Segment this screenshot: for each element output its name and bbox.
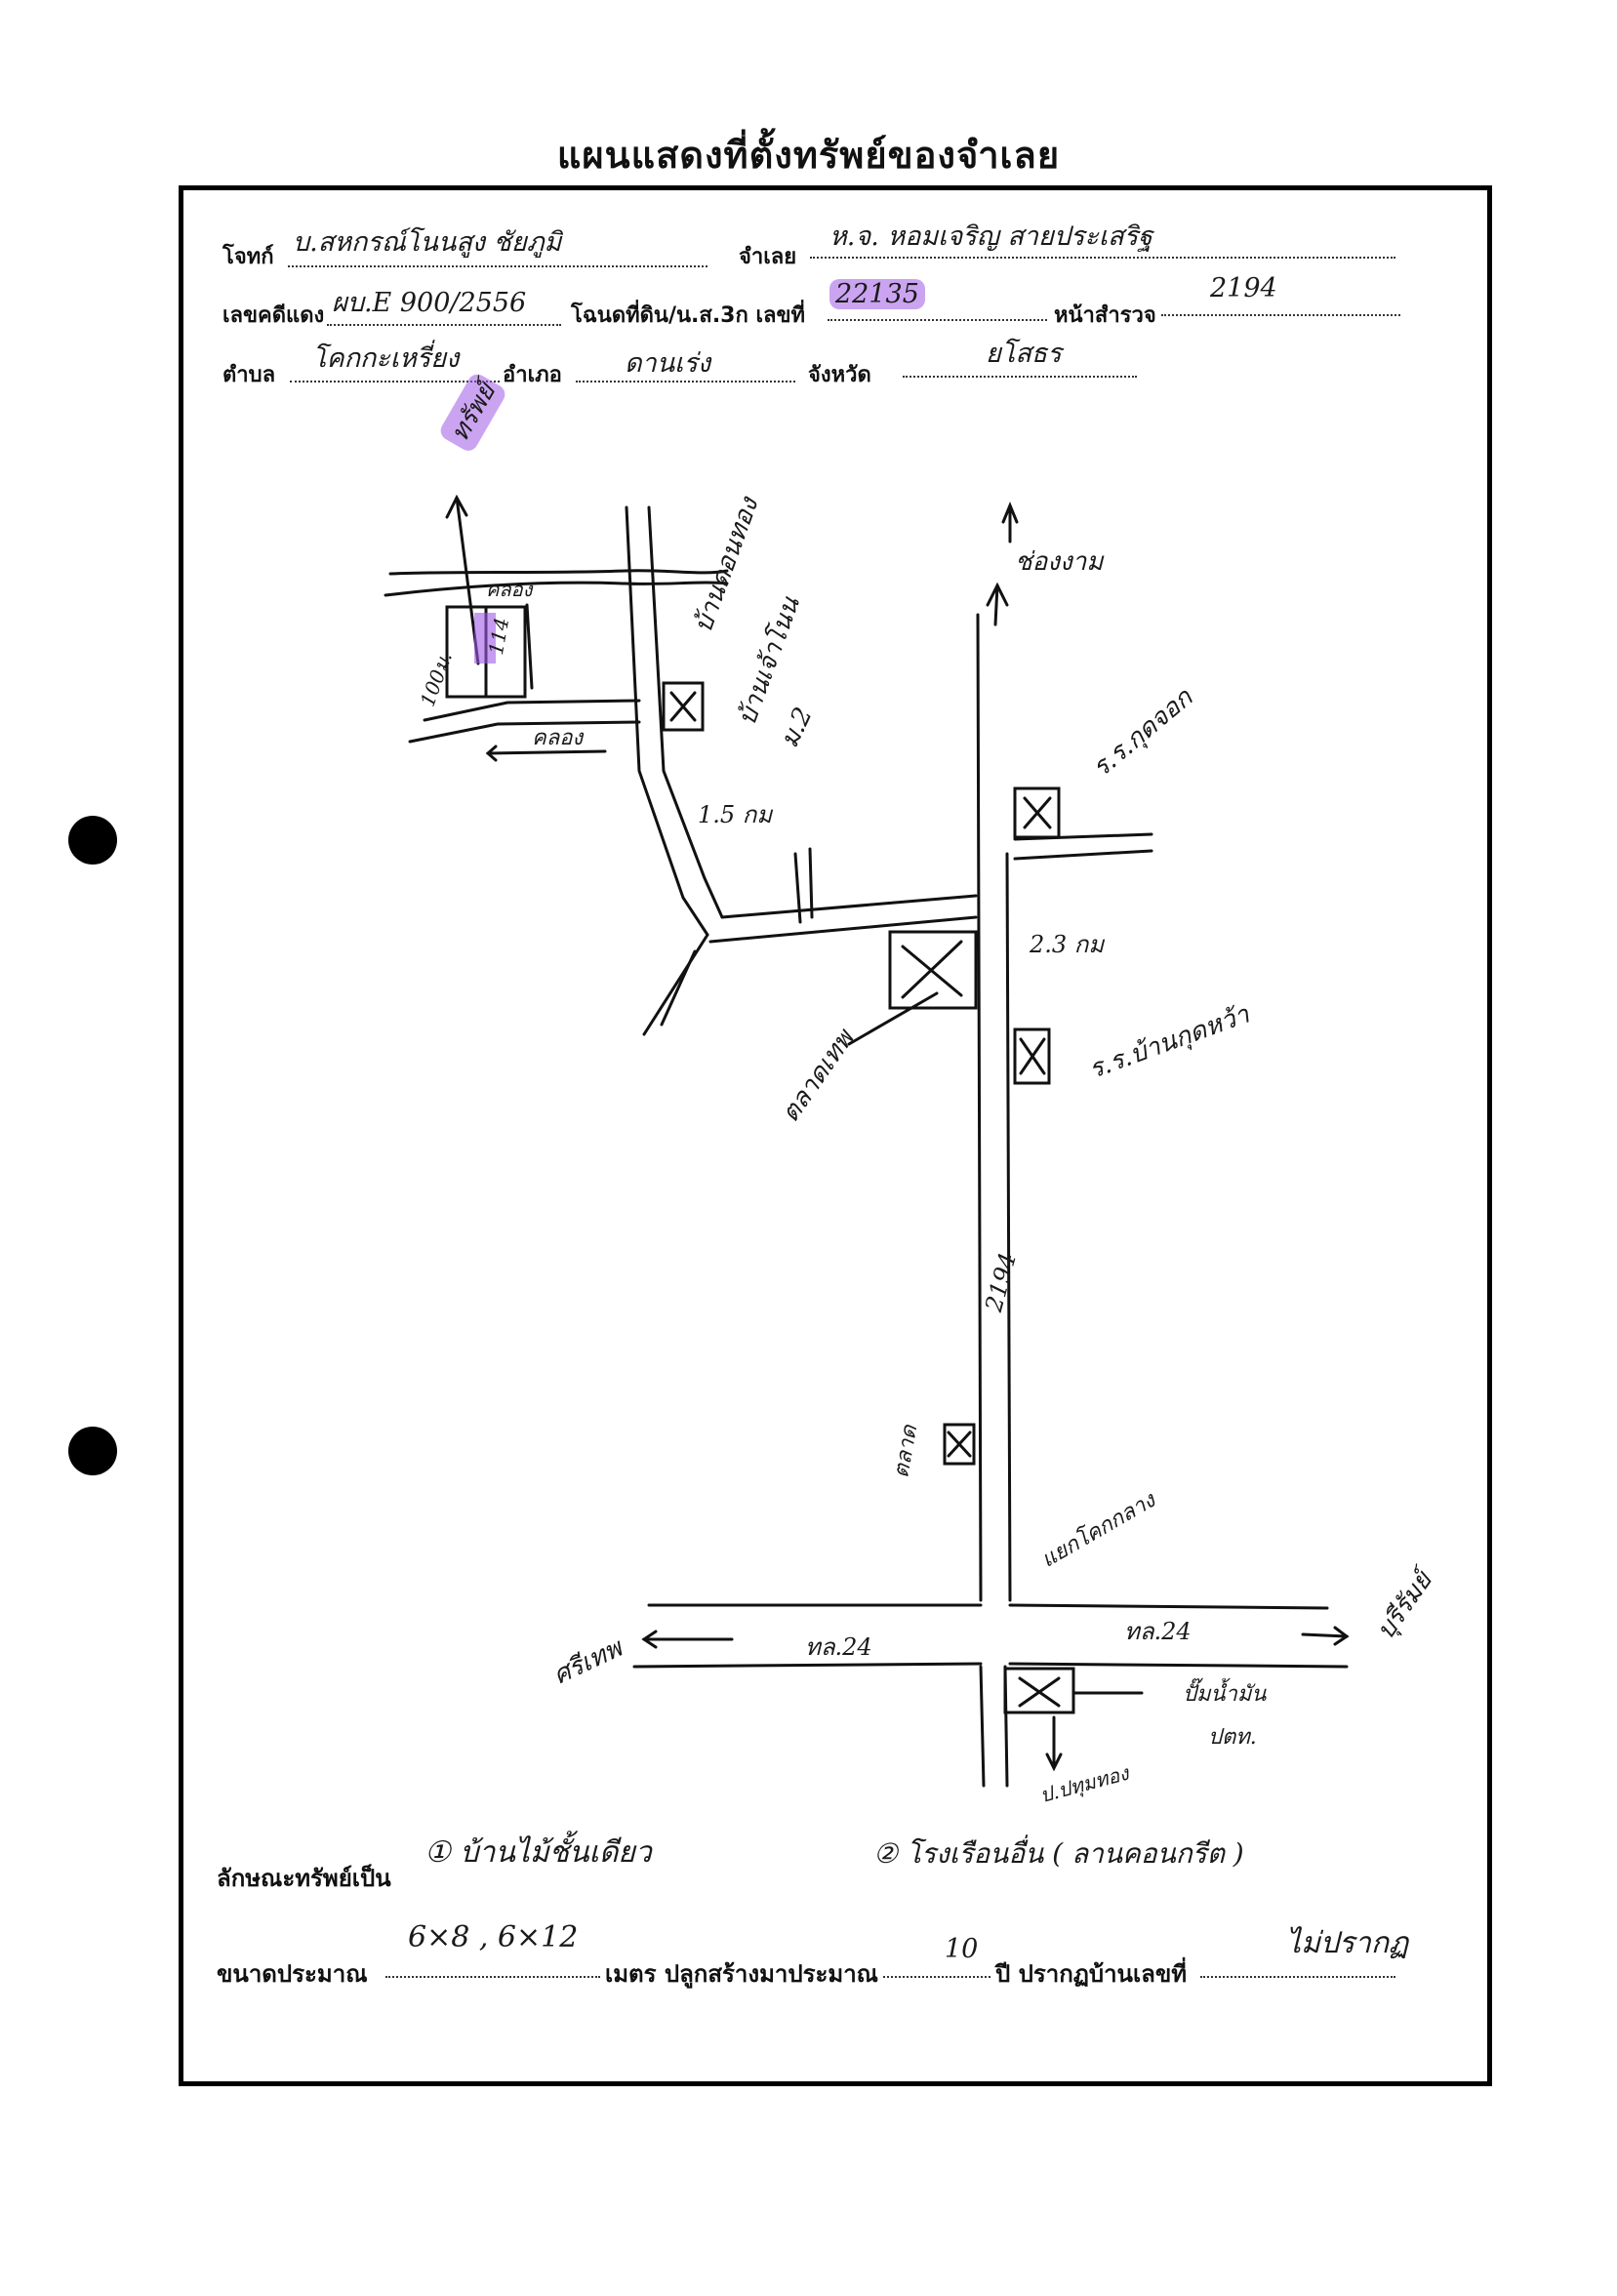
size-value: 6×8 , 6×12 <box>408 1920 579 1954</box>
north-road-arrow-head <box>986 582 1009 607</box>
side-lane <box>525 603 534 690</box>
highway-2194-right <box>1005 852 1012 1602</box>
map-gas-label: ปั๊มน้ำมัน <box>1183 1682 1267 1707</box>
fork-road-2 <box>660 949 697 1027</box>
page-title: แผนแสดงที่ตั้งทรัพย์ของจำเลย <box>556 134 1061 177</box>
age-line <box>883 1976 990 1978</box>
connector-lane-2 <box>808 847 814 919</box>
survey-label: หน้าสำรวจ <box>1054 303 1156 328</box>
hw24-arrow-left-head <box>641 1630 658 1649</box>
province-value: ยโสธร <box>986 339 1062 369</box>
north-arrow-head <box>445 494 468 519</box>
punch-hole-top <box>68 816 117 865</box>
highway-2194-left <box>976 613 983 1602</box>
district-label: อำเภอ <box>503 363 562 387</box>
deed-line <box>828 319 1047 321</box>
subdistrict-label: ตำบล <box>222 363 276 387</box>
connector-road-bottom <box>708 915 978 944</box>
connector-road-top <box>720 894 978 919</box>
plot-highlight <box>474 613 496 664</box>
house-value: ไม่ปรากฏ <box>1286 1926 1409 1960</box>
case-no-line <box>327 324 561 326</box>
school-box <box>662 681 705 732</box>
case-no-value: ผบ.E 900/2556 <box>332 288 527 318</box>
map-canal-bottom: คลอง <box>532 726 584 750</box>
south-road-left <box>979 1665 986 1788</box>
survey-value: 2194 <box>1210 273 1277 303</box>
property-value-2: ② โรงเรือนอื่น ( ลานคอนกรีต ) <box>873 1837 1244 1870</box>
map-road-24-left: ทล.24 <box>805 1633 872 1661</box>
age-value: 10 <box>945 1934 979 1964</box>
connector-lane-1 <box>793 852 802 924</box>
defendant-label: จำเลย <box>739 245 797 269</box>
hw24-bottom-left <box>632 1662 983 1669</box>
map-dist-1: 1.5 กม <box>698 801 773 828</box>
village-road-left <box>625 505 709 937</box>
north-top-head <box>1001 502 1019 524</box>
village-road-right <box>647 505 724 919</box>
size-unit: เมตร ปลูกสร้างมาประมาณ <box>605 1960 878 1988</box>
property-label: ลักษณะทรัพย์เป็น <box>217 1865 391 1892</box>
map-gas-sub: ปตท. <box>1208 1725 1257 1750</box>
temple-pointer <box>847 991 939 1046</box>
plaintiff-label: โจทก์ <box>222 245 274 269</box>
school-x-right-2 <box>1019 1037 1046 1075</box>
temple-box <box>888 930 978 1010</box>
map-dist-2: 2.3 กม <box>1030 931 1105 958</box>
survey-line <box>1161 314 1400 316</box>
size-line <box>385 1976 600 1978</box>
plaintiff-line <box>288 265 707 267</box>
gas-x <box>1018 1676 1061 1708</box>
house-line <box>1200 1976 1395 1978</box>
deed-value: 22135 <box>829 279 925 309</box>
school-box-right-2 <box>1013 1027 1051 1085</box>
hw24-arrow-right <box>1301 1632 1349 1638</box>
subdistrict-line <box>290 381 500 383</box>
school-x-right-1 <box>1023 796 1052 829</box>
district-value: ดานเร่ง <box>625 348 711 379</box>
temple-x <box>901 940 963 999</box>
plaintiff-value: บ.สหกรณ์โนนสูง ชัยภูมิ <box>293 227 562 258</box>
district-line <box>576 381 795 383</box>
lane-pointer <box>486 749 607 755</box>
property-value-1: ① บ้านไม้ชั้นเดียว <box>424 1835 652 1870</box>
gas-box <box>1003 1667 1075 1714</box>
province-label: จังหวัด <box>808 363 871 387</box>
lane-pointer-head <box>485 745 498 762</box>
hw24-bottom-right <box>1008 1662 1349 1669</box>
school-x <box>669 691 697 722</box>
house-label: ปี ปรากฏบ้านเลขที่ <box>995 1960 1188 1988</box>
north-road-arrow <box>993 584 999 626</box>
market-box <box>943 1423 976 1466</box>
canal-line-1 <box>384 581 729 597</box>
lane-road-top <box>423 699 641 722</box>
size-label: ขนาดประมาณ <box>217 1960 368 1988</box>
province-line <box>903 376 1137 378</box>
hw24-top-right <box>1008 1603 1329 1610</box>
deed-label: โฉนดที่ดิน/น.ส.3ก เลขที่ <box>571 303 806 328</box>
lane-road-bottom <box>408 720 641 744</box>
map-canal-top: คลอง <box>486 578 533 601</box>
canal-line-2 <box>388 569 729 576</box>
hw24-arrow-right-head <box>1333 1626 1350 1646</box>
punch-hole-bottom <box>68 1427 117 1475</box>
defendant-line <box>810 257 1395 259</box>
map-road-24-right: ทล.24 <box>1124 1618 1192 1645</box>
fork-road-1 <box>642 933 709 1036</box>
form-frame <box>179 185 1492 2086</box>
defendant-value: ห.จ. หอมเจริญ สายประเสริฐ <box>829 222 1153 252</box>
gas-down-head <box>1045 1752 1063 1772</box>
side-road-right-top <box>1013 849 1153 861</box>
school-box-right-1 <box>1013 786 1061 839</box>
map-to-north: ช่องงาม <box>1015 547 1104 577</box>
subdistrict-value: โคกกะเหรี่ยง <box>312 343 460 374</box>
case-no-label: เลขคดีแดง <box>222 303 325 328</box>
market-x <box>947 1430 972 1458</box>
